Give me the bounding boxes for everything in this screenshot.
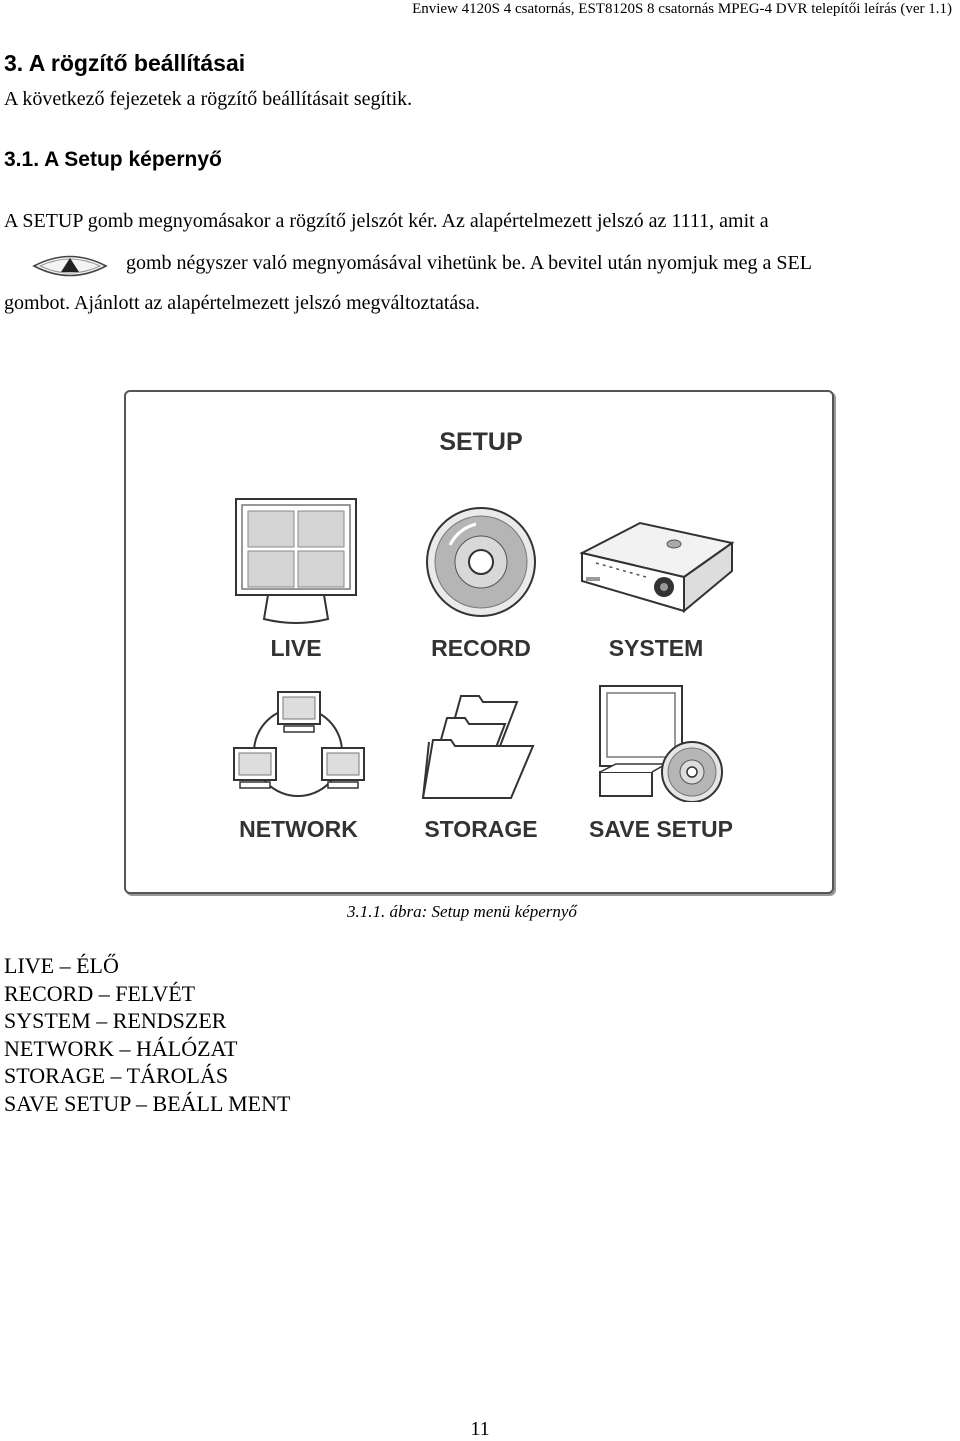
- menu-item-storage[interactable]: STORAGE: [406, 682, 556, 852]
- computer-disc-icon: [599, 685, 723, 802]
- menu-label-network: NETWORK: [239, 816, 358, 842]
- running-header: Enview 4120S 4 csatornás, EST8120S 8 csa…: [412, 1, 952, 17]
- network-icon: [233, 691, 365, 797]
- menu-item-live[interactable]: LIVE: [216, 497, 376, 667]
- up-arrow-button-icon: [32, 255, 108, 277]
- legend-item: SAVE SETUP – BEÁLL MENT: [4, 1090, 291, 1116]
- legend-item: SYSTEM – RENDSZER: [4, 1008, 227, 1033]
- dvr-box-icon: [579, 521, 735, 614]
- section-intro: A következő fejezetek a rögzítő beállítá…: [4, 88, 413, 110]
- paragraph-line-1: A SETUP gomb megnyomásakor a rögzítő jel…: [4, 210, 769, 232]
- setup-screen-figure: SETUP LIVE RECORD: [124, 390, 834, 894]
- legend-item: LIVE – ÉLŐ: [4, 953, 119, 978]
- setup-title: SETUP: [439, 428, 523, 456]
- section-title: 3. A rögzítő beállításai: [4, 50, 246, 76]
- menu-item-system[interactable]: SYSTEM: [571, 497, 741, 667]
- legend-item: NETWORK – HÁLÓZAT: [4, 1035, 238, 1061]
- legend-item: RECORD – FELVÉT: [4, 980, 196, 1006]
- menu-item-record[interactable]: RECORD: [401, 497, 561, 667]
- menu-label-live: LIVE: [270, 635, 322, 661]
- page-number: 11: [470, 1418, 490, 1440]
- menu-item-network[interactable]: NETWORK: [221, 682, 376, 852]
- paragraph-line-2: gomb négyszer való megnyomásával vihetün…: [126, 252, 812, 274]
- menu-label-save-setup: SAVE SETUP: [589, 816, 733, 842]
- menu-label-system: SYSTEM: [608, 635, 704, 661]
- subsection-title: 3.1. A Setup képernyő: [4, 148, 222, 171]
- legend-list: LIVE – ÉLŐ RECORD – FELVÉT SYSTEM – REND…: [4, 952, 290, 1117]
- folders-icon: [421, 695, 535, 799]
- menu-label-storage: STORAGE: [424, 816, 538, 842]
- disc-icon: [426, 507, 536, 617]
- paragraph-line-3: gombot. Ajánlott az alapértelmezett jels…: [4, 292, 480, 314]
- menu-label-record: RECORD: [431, 635, 531, 661]
- figure-caption: 3.1.1. ábra: Setup menü képernyő: [347, 902, 577, 921]
- legend-item: STORAGE – TÁROLÁS: [4, 1063, 229, 1088]
- monitor-quad-icon: [235, 498, 357, 624]
- menu-item-save-setup[interactable]: SAVE SETUP: [576, 682, 746, 852]
